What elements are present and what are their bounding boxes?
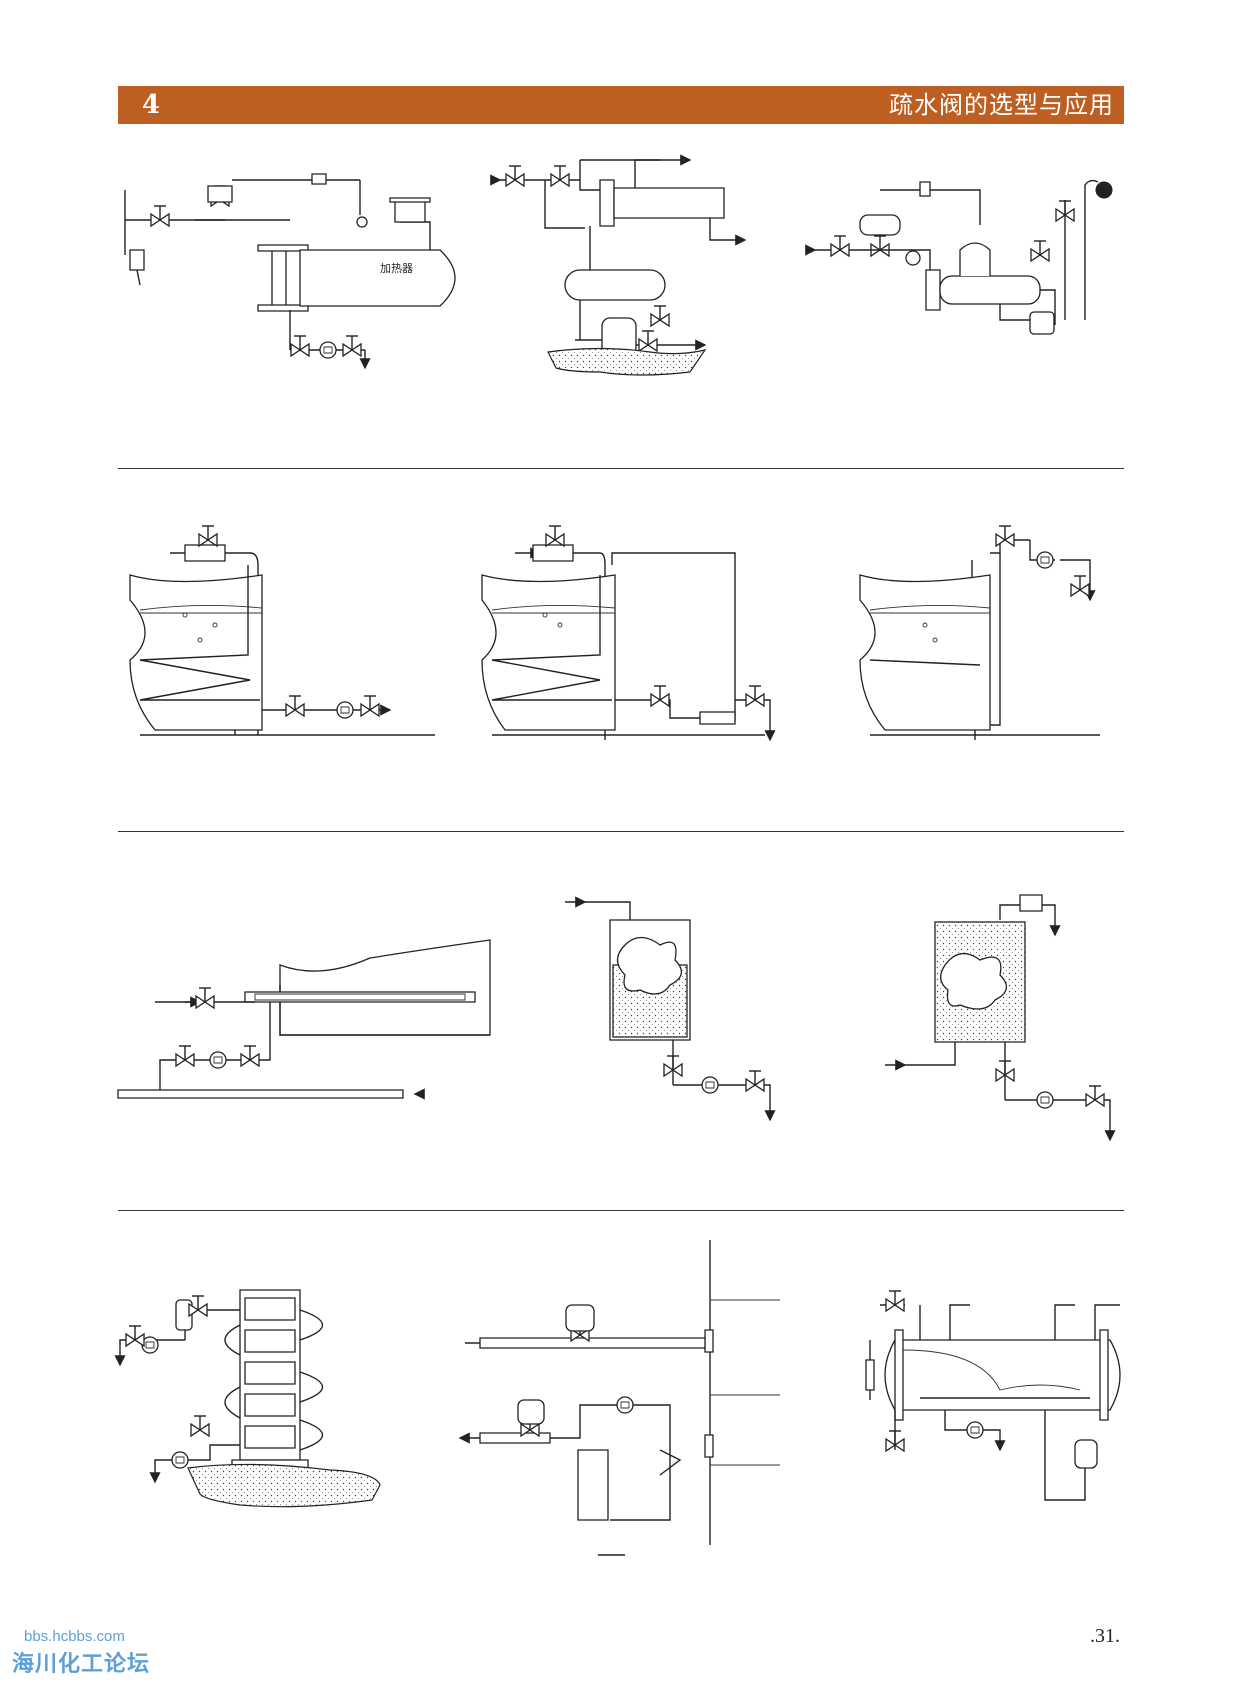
figure-steam-main-drain (458, 1240, 780, 1555)
heater-label: 加热器 (380, 262, 413, 275)
figure-tank-siphon (860, 525, 1100, 740)
figure-exchanger-control-valve (805, 181, 1112, 334)
figure-heater-steam-control (125, 174, 455, 370)
figure-tank-heater-bayonet (118, 940, 490, 1100)
watermark-name: 海川化工论坛 (12, 1652, 151, 1677)
watermark-url: bbs.hcbbs.com (24, 1628, 125, 1645)
chapter-title: 疏水阀的选型与应用 (889, 91, 1114, 119)
figure-tank-coil-2 (482, 525, 776, 742)
section-divider-2 (118, 831, 1124, 832)
chapter-header-bar: 4 疏水阀的选型与应用 (118, 86, 1124, 124)
figure-tank-coil-1 (130, 525, 435, 735)
page-number: .31. (1090, 1625, 1120, 1647)
figure-platen-press (114, 1290, 380, 1507)
figure-vessel-condensate-1 (565, 896, 776, 1122)
figure-horizontal-dryer (866, 1290, 1120, 1500)
figure-exchanger-pump-trap (490, 154, 747, 375)
figure-vessel-condensate-2 (885, 895, 1116, 1142)
section-divider-3 (118, 1210, 1124, 1211)
chapter-number: 4 (142, 90, 161, 120)
section-divider-1 (118, 468, 1124, 469)
